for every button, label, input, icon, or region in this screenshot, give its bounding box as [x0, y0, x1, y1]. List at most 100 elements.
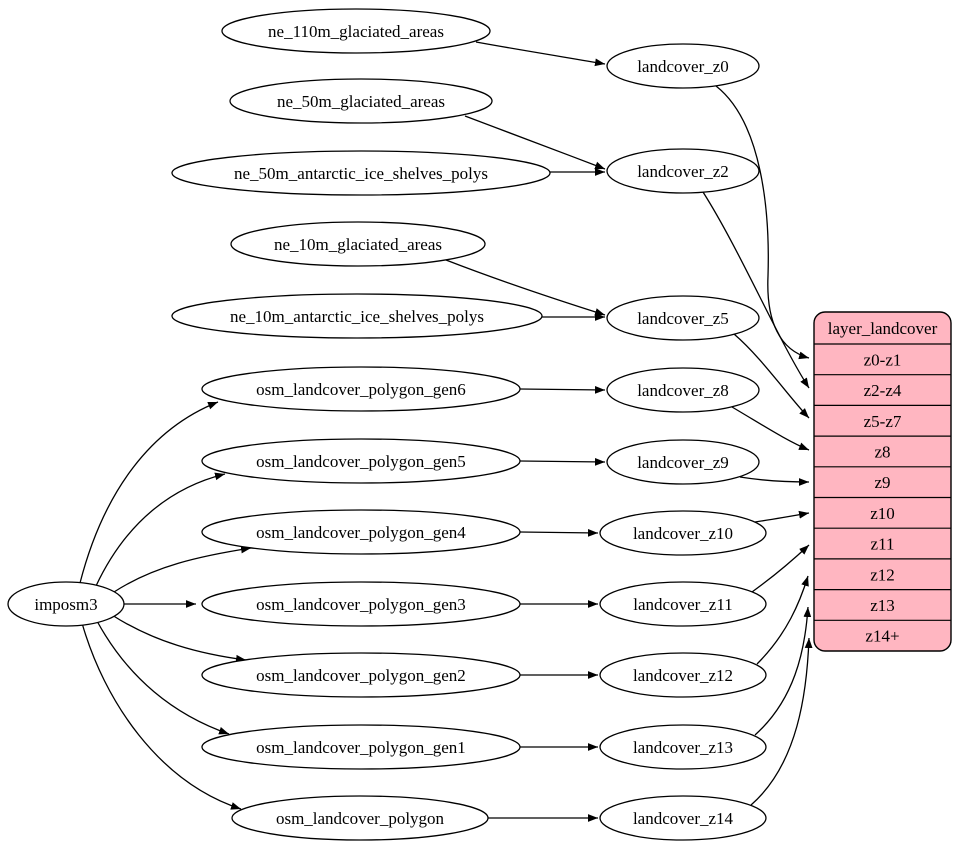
node-label-ne_50m_antarctic_ice_shelves_polys: ne_50m_antarctic_ice_shelves_polys: [234, 164, 488, 183]
node-label-osm_landcover_polygon_gen1: osm_landcover_polygon_gen1: [256, 738, 466, 757]
node-label-imposm3: imposm3: [34, 595, 97, 614]
edge-osm_landcover_polygon_gen6-to-landcover_z8: [519, 385, 606, 394]
node-imposm3: imposm3: [7, 581, 125, 627]
node-ellipse-osm_landcover_polygon_gen4: [201, 509, 521, 555]
node-ellipse-osm_landcover_polygon_gen1: [201, 724, 521, 770]
node-ne_50m_antarctic_ice_shelves_polys: ne_50m_antarctic_ice_shelves_polys: [171, 150, 551, 196]
node-label-landcover_z10: landcover_z10: [633, 524, 733, 543]
node-ellipse-ne_110m_glaciated_areas: [221, 8, 491, 54]
edge-ne_10m_glaciated_areas-to-landcover_z5: [445, 259, 606, 316]
node-ne_110m_glaciated_areas: ne_110m_glaciated_areas: [221, 8, 491, 54]
node-landcover_z9: landcover_z9: [606, 439, 760, 485]
table-row-label-z10: z10: [870, 504, 895, 523]
node-label-osm_landcover_polygon_gen4: osm_landcover_polygon_gen4: [256, 523, 466, 542]
node-ellipse-landcover_z10: [599, 510, 767, 556]
node-landcover_z11: landcover_z11: [599, 581, 767, 627]
node-landcover_z8: landcover_z8: [606, 367, 760, 413]
node-ellipse-landcover_z12: [599, 652, 767, 698]
node-ellipse-landcover_z2: [606, 148, 760, 194]
node-ellipse-ne_50m_glaciated_areas: [229, 78, 493, 124]
edge-imposm3-to-osm_landcover_polygon: [81, 622, 242, 810]
edge-landcover_z9-to-layer_landcover.z9: [739, 476, 810, 486]
node-ellipse-osm_landcover_polygon_gen3: [201, 581, 521, 627]
node-ellipse-landcover_z13: [599, 724, 767, 770]
node-ellipse-landcover_z14: [599, 795, 767, 841]
table-row-label-z11: z11: [871, 535, 895, 554]
table-row-label-z14+: z14+: [865, 627, 899, 646]
node-label-osm_landcover_polygon_gen6: osm_landcover_polygon_gen6: [256, 380, 466, 399]
edge-ne_50m_glaciated_areas-to-landcover_z2: [464, 115, 606, 170]
node-ellipse-landcover_z9: [606, 439, 760, 485]
edge-imposm3-to-osm_landcover_polygon_gen5: [95, 472, 226, 587]
edge-imposm3-to-osm_landcover_polygon_gen4: [113, 545, 252, 593]
node-label-landcover_z13: landcover_z13: [633, 738, 733, 757]
node-ellipse-ne_50m_antarctic_ice_shelves_polys: [171, 150, 551, 196]
node-label-landcover_z12: landcover_z12: [633, 666, 733, 685]
node-ellipse-ne_10m_antarctic_ice_shelves_polys: [171, 293, 543, 339]
nodes-layer: imposm3 ne_110m_glaciated_areas ne_50m_gla…: [7, 8, 767, 841]
node-ne_50m_glaciated_areas: ne_50m_glaciated_areas: [229, 78, 493, 124]
edge-imposm3-to-osm_landcover_polygon_gen1: [96, 620, 230, 735]
node-label-landcover_z0: landcover_z0: [637, 57, 729, 76]
edge-landcover_z8-to-layer_landcover.z8: [731, 406, 810, 451]
table-row-label-z0-z1: z0-z1: [864, 350, 902, 369]
edges-layer: [79, 41, 813, 822]
node-ellipse-landcover_z11: [599, 581, 767, 627]
edge-landcover_z10-to-layer_landcover.z10: [754, 510, 810, 523]
node-landcover_z10: landcover_z10: [599, 510, 767, 556]
layer-landcover-table: [813, 311, 952, 652]
node-osm_landcover_polygon_gen3: osm_landcover_polygon_gen3: [201, 581, 521, 627]
node-label-landcover_z2: landcover_z2: [637, 162, 729, 181]
table-layer: layer_landcoverz0-z1z2-z4z5-z7z8z9z10z11…: [813, 311, 952, 652]
node-landcover_z2: landcover_z2: [606, 148, 760, 194]
edge-ne_110m_glaciated_areas-to-landcover_z0: [475, 41, 606, 67]
node-ne_10m_antarctic_ice_shelves_polys: ne_10m_antarctic_ice_shelves_polys: [171, 293, 543, 339]
node-ellipse-osm_landcover_polygon_gen5: [201, 438, 521, 484]
node-ellipse-osm_landcover_polygon_gen6: [201, 366, 521, 412]
edge-landcover_z13-to-layer_landcover.z13: [754, 606, 812, 736]
edge-imposm3-to-osm_landcover_polygon_gen6: [79, 401, 219, 584]
node-landcover_z14: landcover_z14: [599, 795, 767, 841]
table-row-label-z2-z4: z2-z4: [864, 381, 902, 400]
node-ellipse-imposm3: [7, 581, 125, 627]
edge-landcover_z11-to-layer_landcover.z11: [751, 544, 810, 593]
node-label-osm_landcover_polygon_gen2: osm_landcover_polygon_gen2: [256, 666, 466, 685]
table-row-label-z13: z13: [870, 596, 895, 615]
node-osm_landcover_polygon_gen4: osm_landcover_polygon_gen4: [201, 509, 521, 555]
edge-landcover_z5-to-layer_landcover.z5-z7: [733, 333, 810, 419]
node-label-osm_landcover_polygon_gen3: osm_landcover_polygon_gen3: [256, 595, 466, 614]
node-ellipse-ne_10m_glaciated_areas: [230, 221, 486, 267]
node-ne_10m_glaciated_areas: ne_10m_glaciated_areas: [230, 221, 486, 267]
node-label-landcover_z5: landcover_z5: [637, 309, 729, 328]
table-row-label-z9: z9: [874, 473, 890, 492]
node-landcover_z5: landcover_z5: [606, 295, 760, 341]
node-ellipse-landcover_z8: [606, 367, 760, 413]
node-osm_landcover_polygon_gen2: osm_landcover_polygon_gen2: [201, 652, 521, 698]
node-label-osm_landcover_polygon: osm_landcover_polygon: [276, 809, 445, 828]
node-label-ne_110m_glaciated_areas: ne_110m_glaciated_areas: [268, 22, 444, 41]
node-label-landcover_z8: landcover_z8: [637, 381, 729, 400]
node-osm_landcover_polygon_gen6: osm_landcover_polygon_gen6: [201, 366, 521, 412]
node-label-osm_landcover_polygon_gen5: osm_landcover_polygon_gen5: [256, 452, 466, 471]
node-ellipse-landcover_z5: [606, 295, 760, 341]
node-label-landcover_z11: landcover_z11: [633, 595, 732, 614]
edge-osm_landcover_polygon_gen4-to-landcover_z10: [519, 528, 599, 537]
node-ellipse-landcover_z0: [606, 43, 760, 89]
table-row-label-z12: z12: [870, 565, 895, 584]
node-landcover_z12: landcover_z12: [599, 652, 767, 698]
node-label-landcover_z9: landcover_z9: [637, 453, 729, 472]
edge-imposm3-to-osm_landcover_polygon_gen2: [111, 614, 247, 663]
edge-osm_landcover_polygon_gen5-to-landcover_z9: [519, 457, 606, 466]
node-label-landcover_z14: landcover_z14: [633, 809, 734, 828]
node-ellipse-osm_landcover_polygon: [231, 795, 489, 841]
node-landcover_z0: landcover_z0: [606, 43, 760, 89]
edge-landcover_z14-to-layer_landcover.z14+: [750, 637, 813, 806]
node-label-ne_10m_glaciated_areas: ne_10m_glaciated_areas: [274, 235, 442, 254]
node-ellipse-osm_landcover_polygon_gen2: [201, 652, 521, 698]
table-title: layer_landcover: [828, 319, 938, 338]
node-osm_landcover_polygon_gen5: osm_landcover_polygon_gen5: [201, 438, 521, 484]
table-row-label-z8: z8: [874, 442, 890, 461]
node-osm_landcover_polygon: osm_landcover_polygon: [231, 795, 489, 841]
